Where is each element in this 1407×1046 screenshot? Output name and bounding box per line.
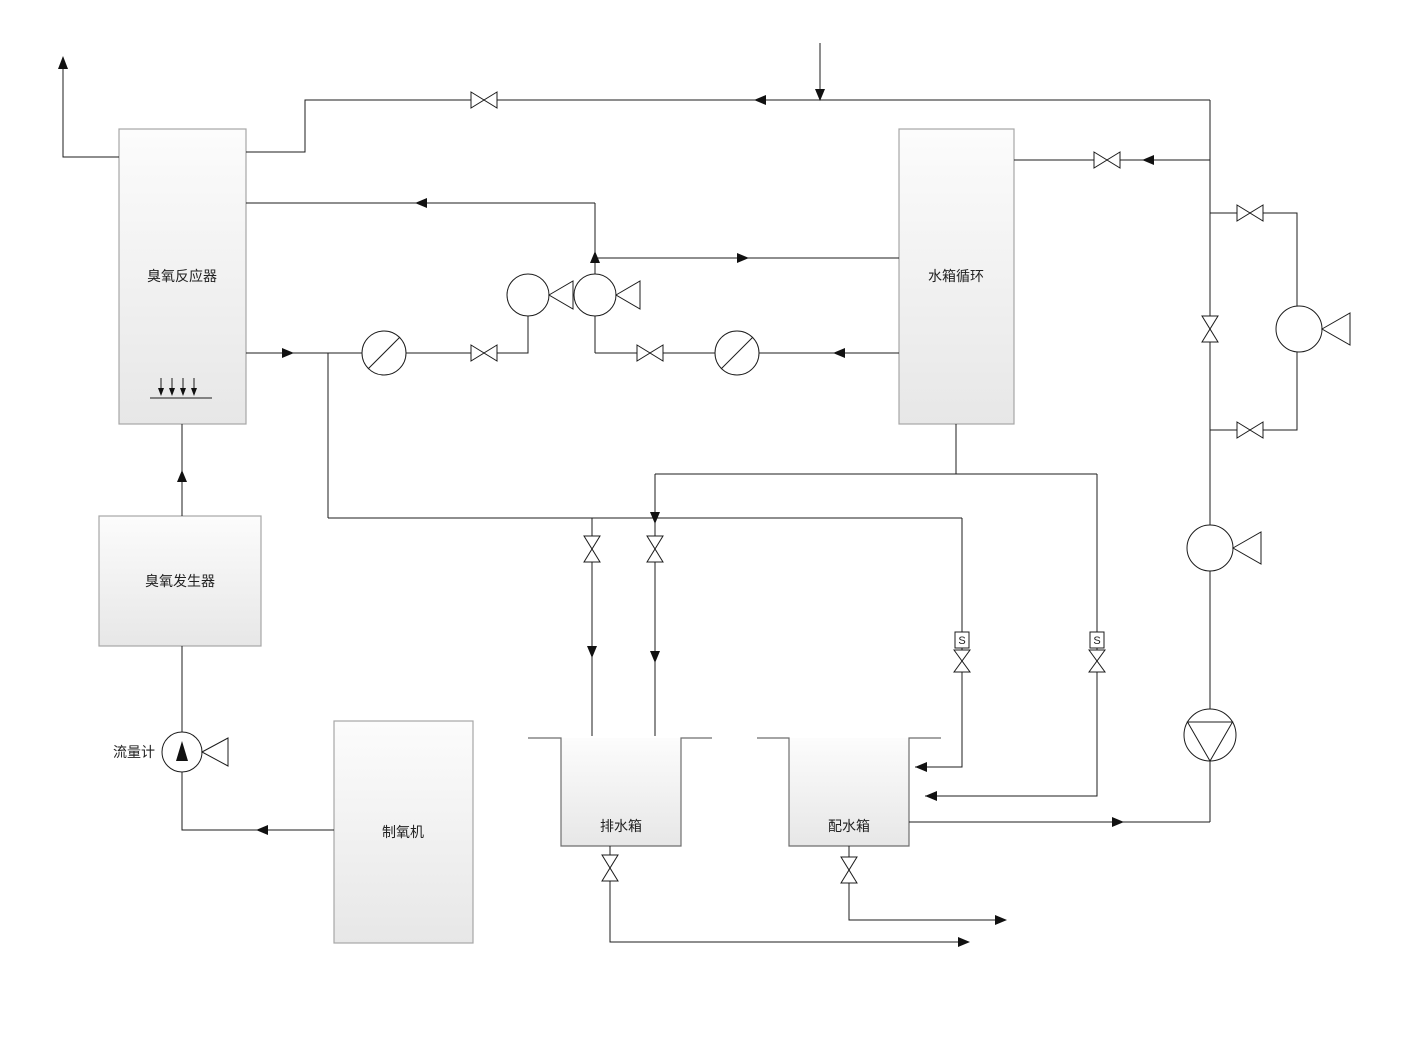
valve-icon [470, 91, 498, 109]
solenoid-valve-icon: S [953, 631, 971, 673]
valve-icon [583, 535, 601, 563]
drain-valve-icon [840, 856, 858, 884]
valve-icon [1236, 421, 1264, 439]
valve-icon [953, 649, 971, 673]
pipe-oxygen-to-generator [181, 646, 334, 831]
flow-arrow [925, 791, 937, 801]
flow-meter-cone-icon [200, 737, 229, 767]
pipe-reactor-vent [62, 57, 119, 158]
flow-arrow [587, 646, 597, 658]
flow-arrow [815, 89, 825, 101]
flow-arrow [915, 762, 927, 772]
pump-cone-icon [1231, 531, 1262, 565]
valve-icon [636, 344, 664, 362]
equipment-oxygen-machine [333, 720, 474, 944]
flow-arrow [1142, 155, 1154, 165]
flow-arrow [1112, 817, 1124, 827]
pump-cone-icon [615, 280, 641, 310]
flow-arrow [256, 825, 268, 835]
distribution-tank-fill [789, 738, 909, 846]
flow-arrow [650, 651, 660, 663]
valve-icon [1093, 151, 1121, 169]
pump-icon [1275, 305, 1323, 353]
circulation-pump-impeller [1186, 721, 1234, 763]
valve-icon [1236, 204, 1264, 222]
flow-arrows [58, 56, 1154, 947]
flow-meter-icon [161, 731, 229, 773]
pipe-solenoid-branch-right [925, 474, 1098, 797]
solenoid-coil-box [954, 631, 970, 649]
inline-pump-slash [367, 336, 401, 370]
flow-arrow [833, 348, 845, 358]
flow-arrow [590, 251, 600, 263]
pumps [161, 273, 1351, 773]
solenoid-label: S [958, 635, 965, 647]
valves [470, 91, 1264, 884]
valve-icon [1201, 315, 1219, 343]
solenoid-coil-box [1089, 631, 1105, 649]
inline-pump-slash [720, 336, 754, 370]
drain-tank-wall [528, 737, 712, 847]
pump-icon [1186, 524, 1234, 572]
flow-arrow [650, 512, 660, 524]
valve-icon [646, 535, 664, 563]
flow-meter-label: 流量计 [113, 744, 155, 760]
distribution-tank-label: 配水箱 [828, 818, 870, 834]
solenoid-valve-icon: S [1088, 631, 1106, 673]
flow-arrow [754, 95, 766, 105]
ozone-generator-label: 臭氧发生器 [145, 573, 215, 589]
circulation-pump-icon [1183, 708, 1237, 762]
drain-valve-icon [601, 854, 619, 882]
pump-icon [573, 273, 617, 317]
pipe-distribution-tank-drain [848, 846, 1005, 921]
oxygen-machine-body [333, 720, 474, 944]
pipe-ozone-return-top [246, 99, 1210, 153]
drain-water-tank-label: 排水箱 [600, 818, 642, 834]
drain-tank-fill [561, 738, 681, 846]
flow-arrow [415, 198, 427, 208]
flow-meter-arrow-icon [176, 741, 188, 761]
flow-arrow [282, 348, 294, 358]
flow-arrow [995, 915, 1007, 925]
equipment-water-tank-cycle [898, 128, 1015, 425]
water-tank-cycle-body [898, 128, 1015, 425]
flow-arrow [58, 56, 68, 69]
flow-arrow [958, 937, 970, 947]
ozone-reactor-label: 臭氧反应器 [147, 268, 217, 284]
pump-cone-icon [1320, 312, 1351, 346]
pipe-drain-tank-drain [609, 846, 968, 943]
equipment-ozone-generator [98, 515, 262, 647]
flow-arrow [737, 253, 749, 263]
pump-icon [506, 273, 550, 317]
diffuser-icon [150, 378, 212, 399]
diffuser-arrows-icon [158, 388, 197, 396]
flow-arrow [177, 470, 187, 482]
ozone-generator-body [98, 515, 262, 647]
water-tank-cycle-label: 水箱循环 [928, 268, 984, 284]
equipment-ozone-reactor [118, 128, 247, 425]
equipment-drain-water-tank [528, 737, 712, 847]
oxygen-machine-label: 制氧机 [382, 824, 424, 840]
pipe-solenoid-branch-left [915, 518, 963, 768]
pump-cone-icon [548, 280, 574, 310]
ozone-reactor-body [118, 128, 247, 425]
valve-icon [1088, 649, 1106, 673]
labels: 臭氧反应器 水箱循环 臭氧发生器 制氧机 排水箱 配水箱 流量计 [113, 268, 984, 840]
valve-icon [470, 344, 498, 362]
solenoid-label: S [1093, 635, 1100, 647]
